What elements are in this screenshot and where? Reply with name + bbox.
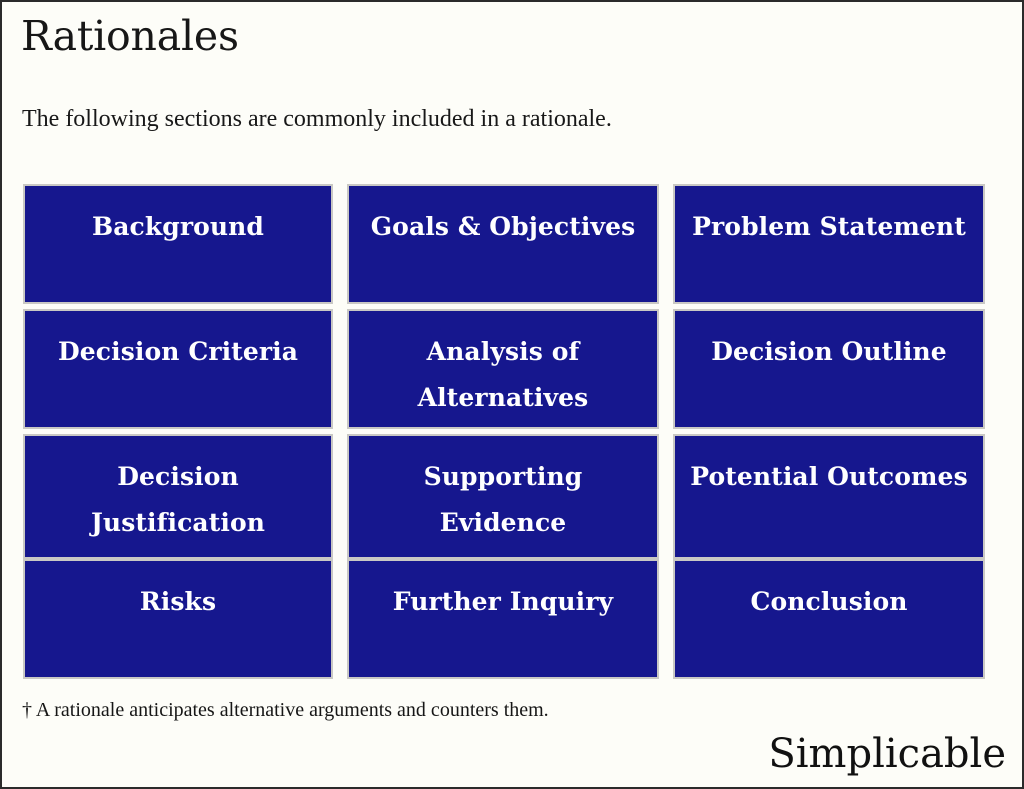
section-box-supporting-evidence[interactable]: Supporting Evidence [347, 434, 659, 559]
footnote: † A rationale anticipates alternative ar… [22, 699, 549, 721]
section-box-risks[interactable]: Risks [23, 559, 333, 679]
section-label: Supporting Evidence [423, 462, 583, 537]
section-label: Background [91, 212, 265, 241]
section-box-further-inquiry[interactable]: Further Inquiry [347, 559, 659, 679]
section-label: Decision Outline [711, 337, 947, 366]
section-box-decision-criteria[interactable]: Decision Criteria [23, 309, 333, 429]
section-box-decision-outline[interactable]: Decision Outline [673, 309, 985, 429]
section-box-analysis-of-alternatives[interactable]: Analysis of Alternatives [347, 309, 659, 429]
section-label: Conclusion [750, 587, 908, 616]
section-label: Decision Justification [91, 462, 265, 537]
brand-wordmark: Simplicable [768, 731, 1006, 777]
section-label: Further Inquiry [392, 587, 614, 616]
section-label: Analysis of Alternatives [417, 337, 589, 412]
sections-grid: Background Goals & Objectives Problem St… [23, 184, 985, 679]
section-box-goals-objectives[interactable]: Goals & Objectives [347, 184, 659, 304]
page-title: Rationales [21, 12, 239, 60]
page-subtitle: The following sections are commonly incl… [22, 106, 612, 132]
section-box-background[interactable]: Background [23, 184, 333, 304]
section-box-conclusion[interactable]: Conclusion [673, 559, 985, 679]
section-label: Goals & Objectives [370, 212, 636, 241]
section-label: Risks [139, 587, 217, 616]
section-label: Problem Statement [692, 212, 966, 241]
section-box-problem-statement[interactable]: Problem Statement [673, 184, 985, 304]
section-box-potential-outcomes[interactable]: Potential Outcomes [673, 434, 985, 559]
section-box-decision-justification[interactable]: Decision Justification [23, 434, 333, 559]
section-label: Decision Criteria [57, 337, 299, 366]
section-label: Potential Outcomes [690, 462, 968, 491]
